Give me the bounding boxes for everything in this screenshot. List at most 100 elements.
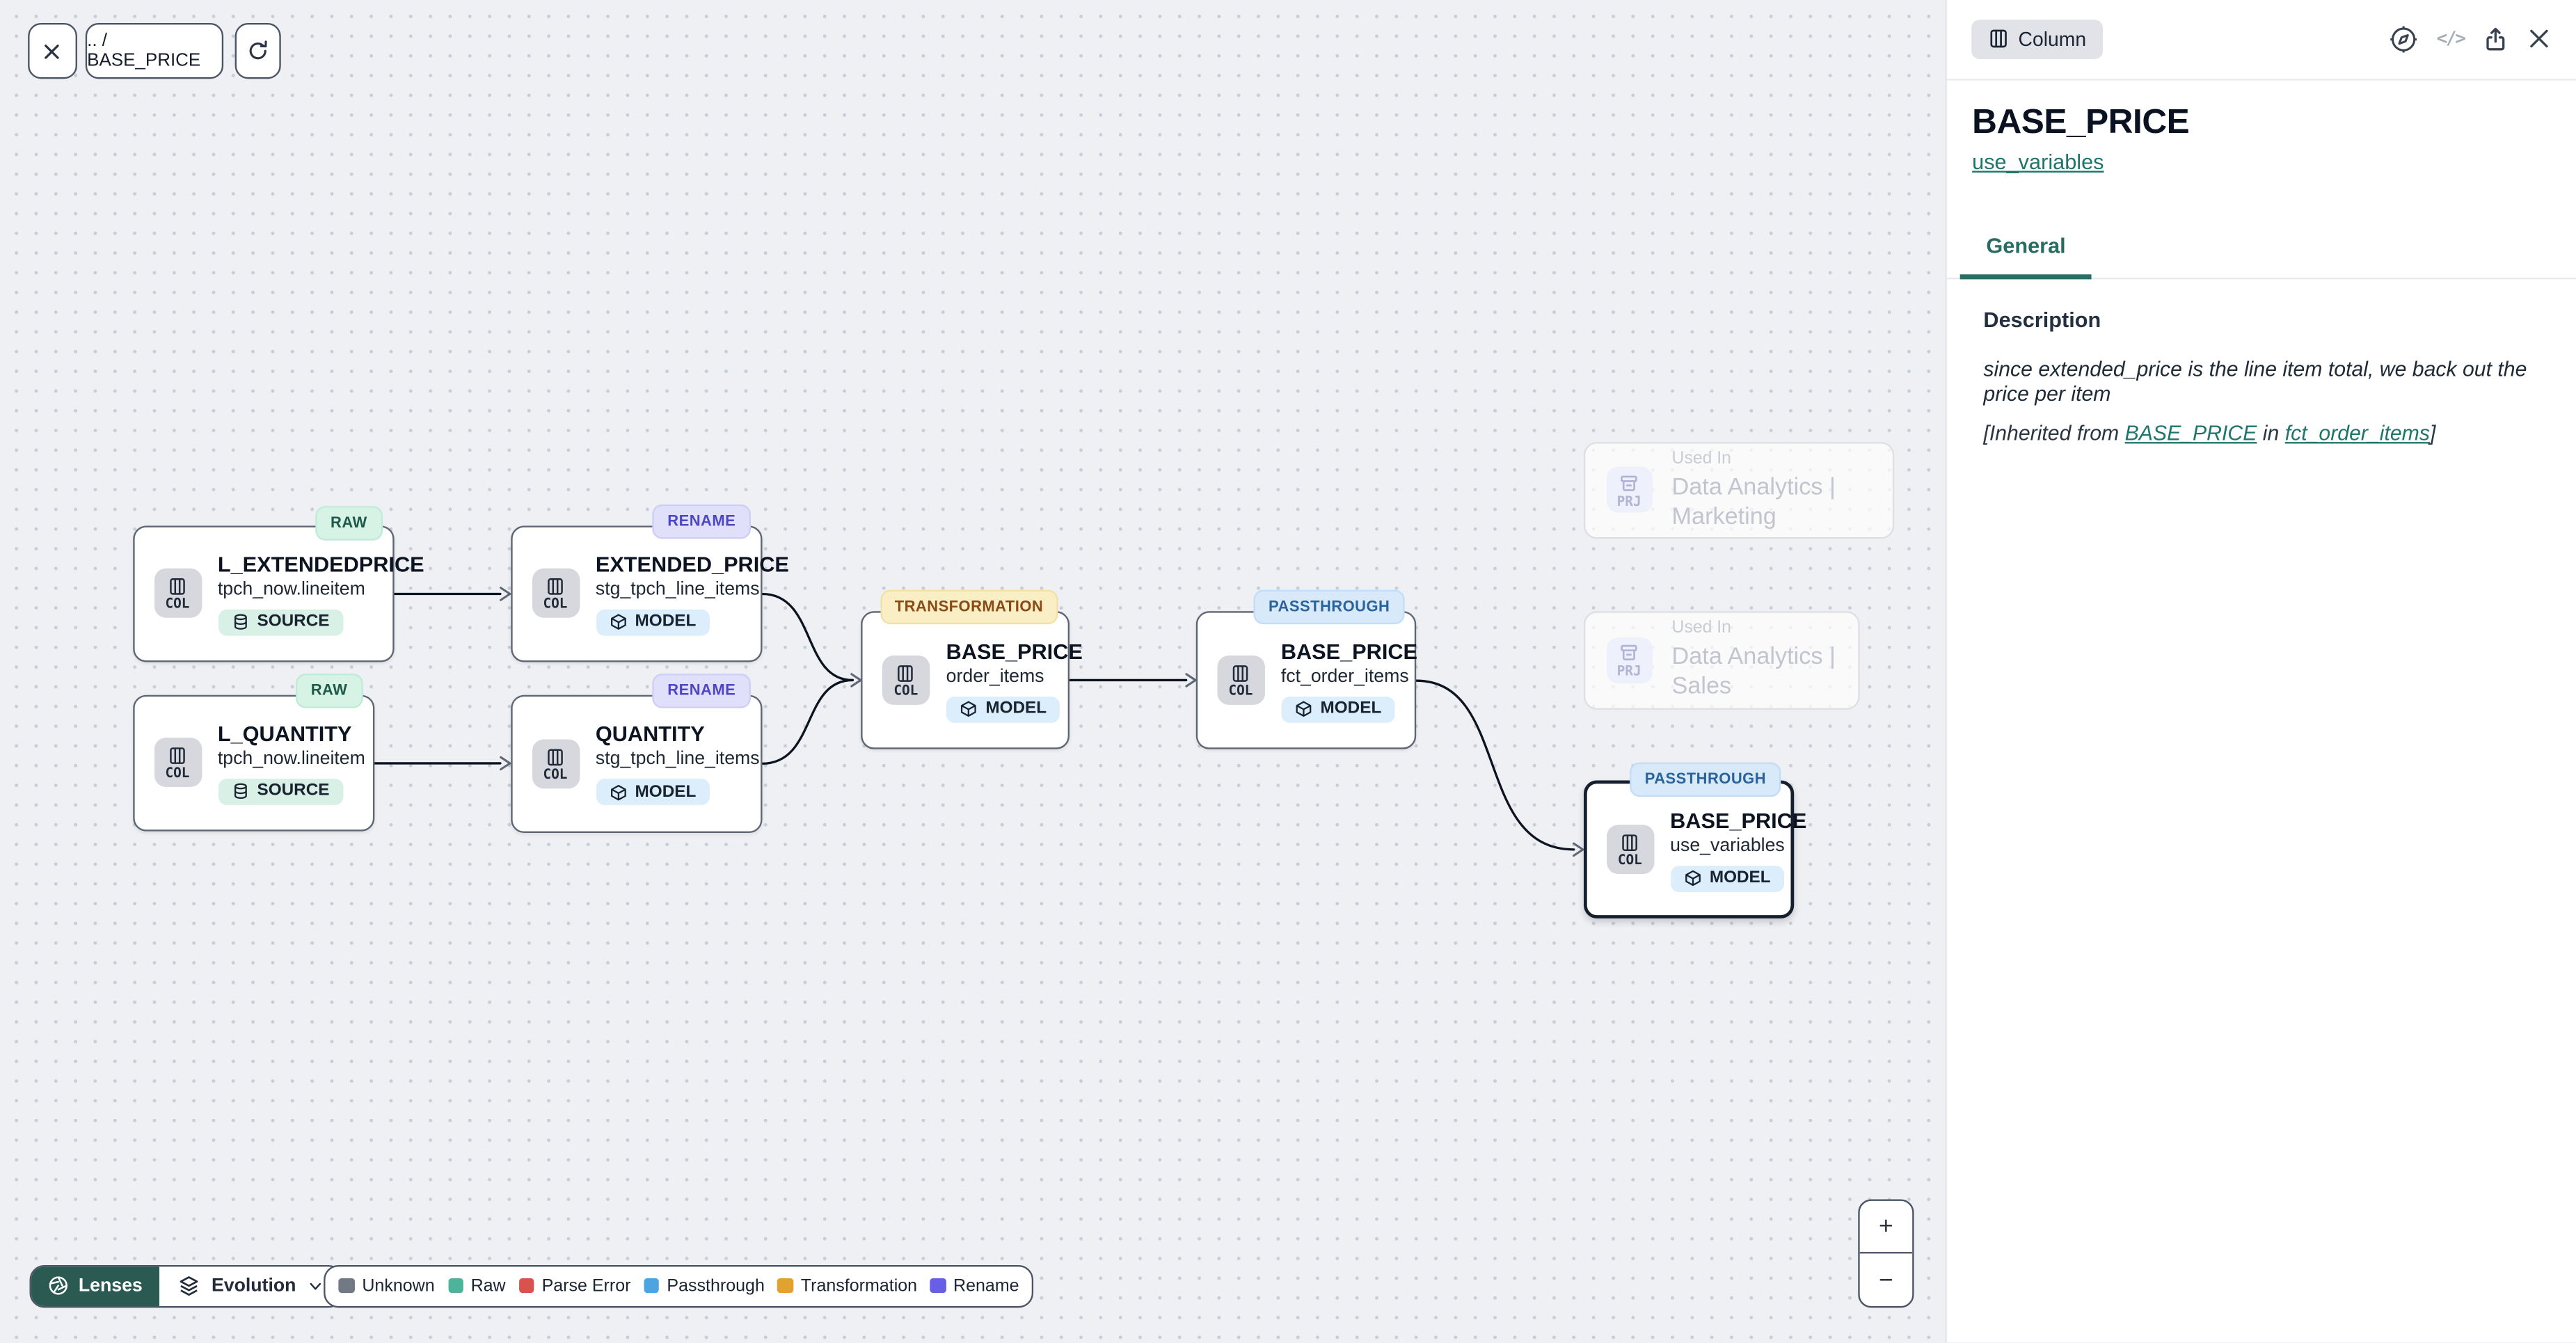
layers-icon (179, 1276, 198, 1296)
lineage-node-base-price-order-items[interactable]: TRANSFORMATION COL BASE_PRICE order_item… (860, 590, 1083, 750)
general-section: Description since extended_price is the … (1947, 307, 2576, 446)
kind-badge-source: SOURCE (217, 609, 343, 636)
kind-label: SOURCE (257, 782, 330, 801)
archive-icon (1621, 645, 1637, 662)
kind-badge-model: MODEL (595, 779, 710, 806)
legend-swatch (339, 1278, 355, 1294)
compass-icon (2390, 26, 2417, 53)
edge-type-badge: RENAME (653, 674, 751, 709)
edge-type-badge: RAW (296, 674, 363, 709)
legend-item: Raw (447, 1276, 506, 1296)
legend-swatch (644, 1278, 660, 1294)
columns-icon (1989, 30, 2006, 49)
close-panel-button[interactable] (2527, 27, 2551, 51)
breadcrumb[interactable]: .. / BASE_PRICE (85, 23, 223, 79)
chip-label: COL (165, 595, 190, 612)
used-in-node-sales: PRJ Used In Data Analytics | Sales (1583, 611, 1860, 710)
tab-general[interactable]: General (1960, 220, 2092, 279)
kind-badge-model: MODEL (595, 609, 710, 636)
lineage-node-quantity[interactable]: RENAME COL QUANTITY stg_tpch_line_items … (510, 674, 763, 833)
chip-label: PRJ (1616, 662, 1641, 680)
columns-icon (1233, 665, 1248, 682)
entity-type-badge: Column (1971, 19, 2103, 59)
column-chip: COL (531, 739, 580, 788)
legend-swatch (518, 1278, 534, 1294)
edge-type-badge: PASSTHROUGH (1253, 590, 1405, 626)
zoom-control: + − (1858, 1198, 1914, 1309)
lens-selected-label: Evolution (211, 1276, 296, 1296)
edge-type-badge: TRANSFORMATION (880, 590, 1058, 626)
legend-item: Parse Error (518, 1276, 630, 1296)
columns-icon (170, 748, 185, 765)
kind-badge-model: MODEL (1670, 865, 1784, 892)
legend-item: Unknown (339, 1276, 435, 1296)
chip-label: COL (893, 681, 919, 699)
node-title: L_EXTENDEDPRICE (217, 551, 424, 577)
refresh-button[interactable] (234, 23, 282, 79)
close-icon (2530, 30, 2548, 49)
kind-label: MODEL (1320, 699, 1382, 718)
cube-icon (1295, 701, 1311, 717)
navigate-button[interactable] (2389, 24, 2418, 54)
refresh-icon (249, 40, 267, 60)
chevron-down-icon (310, 1282, 321, 1289)
node-subtitle: tpch_now.lineitem (217, 579, 365, 600)
cube-icon (610, 614, 626, 630)
panel-tabs: General (1946, 220, 2576, 279)
panel-body: BASE_PRICE use_variables General Descrip… (1946, 102, 2576, 446)
project-chip: PRJ (1606, 637, 1653, 684)
kind-label: MODEL (635, 613, 697, 632)
column-chip: COL (882, 655, 930, 705)
view-code-button[interactable]: </> (2437, 29, 2466, 50)
lens-control: Lenses Evolution (29, 1264, 344, 1308)
column-chip: COL (1606, 825, 1654, 875)
lineage-node-extended-price[interactable]: RENAME COL EXTENDED_PRICE stg_tpch_line_… (510, 504, 789, 662)
node-subtitle: order_items (946, 666, 1044, 686)
lineage-node-base-price-use-variables-selected[interactable]: PASSTHROUGH COL BASE_PRICE use_variables… (1583, 761, 1806, 919)
details-panel: Column </> BASE_PRICE use_variables (1945, 0, 2576, 1343)
panel-title: BASE_PRICE (1972, 103, 2190, 141)
model-link[interactable]: use_variables (1972, 149, 2104, 174)
used-in-label: Used In (1671, 618, 1731, 639)
panel-header: Column </> (1946, 0, 2576, 80)
node-subtitle: use_variables (1670, 835, 1785, 856)
chip-label: COL (1617, 851, 1642, 868)
zoom-out-button[interactable]: − (1879, 1266, 1893, 1295)
cube-icon (610, 784, 626, 800)
inherited-column-link[interactable]: BASE_PRICE (2124, 420, 2257, 445)
description-text: since extended_price is the line item to… (1983, 356, 2527, 406)
columns-icon (548, 749, 563, 765)
columns-icon (548, 579, 563, 596)
kind-badge-model: MODEL (946, 695, 1060, 722)
lineage-legend: Unknown Raw Parse Error Passthrough Tran… (324, 1264, 1034, 1308)
cube-icon (1685, 871, 1700, 887)
inherited-note: [Inherited from BASE_PRICE in fct_order_… (1983, 420, 2436, 445)
node-subtitle: stg_tpch_line_items (595, 580, 760, 600)
chip-label: COL (543, 765, 568, 782)
lineage-node-l-quantity[interactable]: RAW COL L_QUANTITY tpch_now.lineitem SOU… (132, 674, 374, 832)
cube-icon (960, 701, 976, 717)
lens-selector-dropdown[interactable]: Evolution (159, 1266, 342, 1306)
close-lineage-button[interactable] (27, 23, 77, 79)
node-subtitle: stg_tpch_line_items (595, 749, 760, 770)
lineage-node-l-extendedprice[interactable]: RAW COL L_EXTENDEDPRICE tpch_now.lineite… (132, 505, 424, 662)
node-title: L_QUANTITY (217, 721, 352, 746)
lineage-node-base-price-fct-order-items[interactable]: PASSTHROUGH COL BASE_PRICE fct_order_ite… (1195, 590, 1417, 750)
node-subtitle: tpch_now.lineitem (217, 749, 365, 769)
chip-label: COL (543, 595, 568, 612)
zoom-in-button[interactable]: + (1859, 1200, 1913, 1255)
lenses-button[interactable]: Lenses (31, 1266, 159, 1306)
legend-swatch (777, 1278, 794, 1294)
aperture-icon (49, 1276, 67, 1296)
chip-label: PRJ (1616, 492, 1641, 509)
entity-type-label: Column (2018, 27, 2087, 51)
kind-label: SOURCE (257, 613, 330, 632)
share-button[interactable] (2482, 26, 2509, 52)
columns-icon (1622, 834, 1638, 852)
legend-item: Rename (930, 1276, 1019, 1296)
columns-icon (170, 578, 185, 596)
used-in-label: Used In (1671, 448, 1731, 468)
node-title: BASE_PRICE (946, 638, 1083, 663)
inherited-model-link[interactable]: fct_order_items (2284, 420, 2430, 445)
